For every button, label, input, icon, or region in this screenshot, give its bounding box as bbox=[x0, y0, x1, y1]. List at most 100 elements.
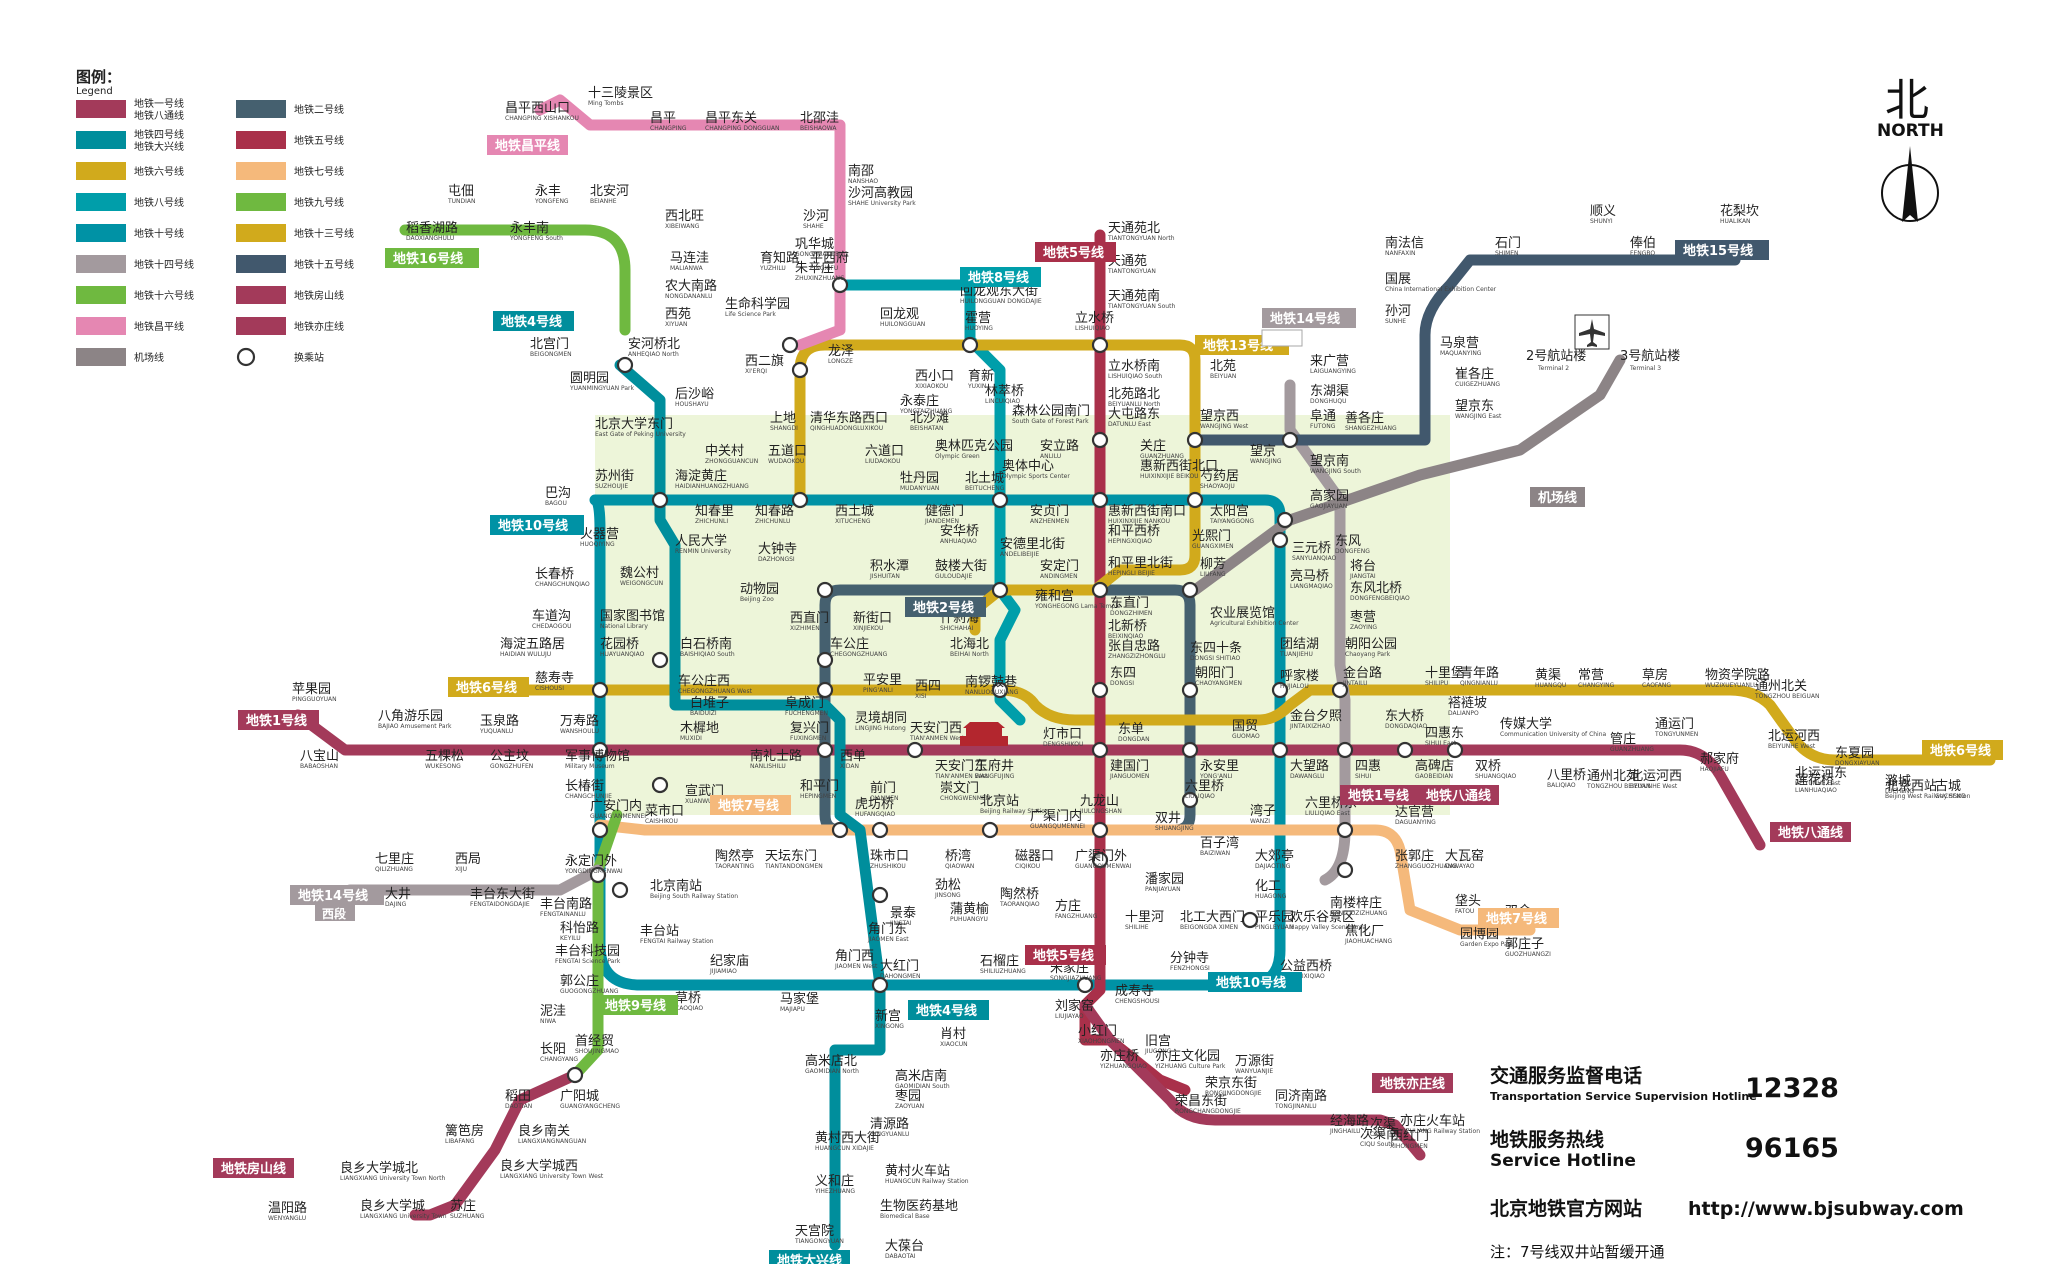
transfer-chongwenmen[interactable] bbox=[1091, 821, 1109, 839]
transfer-zhichunlu[interactable] bbox=[791, 491, 809, 509]
transfer-dongfengbeiqiao-airport[interactable] bbox=[1276, 511, 1294, 529]
transfer-zhuxinzhuang[interactable] bbox=[831, 276, 849, 294]
line-13[interactable] bbox=[794, 339, 1201, 636]
line-badge[interactable]: 地铁14号线 bbox=[1262, 308, 1356, 328]
line-badge[interactable]: 地铁2号线 bbox=[905, 597, 986, 617]
line-fangshan[interactable] bbox=[409, 1069, 581, 1221]
line-badge[interactable]: 地铁6号线 bbox=[448, 677, 529, 697]
official-site-url[interactable]: http://www.bjsubway.com bbox=[1688, 1198, 1964, 1220]
transfer-sanyuanqiao[interactable] bbox=[1271, 531, 1289, 549]
line-9[interactable] bbox=[569, 809, 623, 1081]
transfer-beijingnanzhan[interactable] bbox=[871, 886, 889, 904]
transfer-dawanglu[interactable] bbox=[1336, 741, 1354, 759]
line-5[interactable] bbox=[1079, 229, 1191, 1096]
line-badge[interactable]: 地铁10号线 bbox=[1208, 972, 1302, 992]
line-15[interactable] bbox=[1189, 254, 1741, 446]
transfer-jianguomen[interactable] bbox=[1181, 741, 1199, 759]
line-badge[interactable]: 地铁1号线 bbox=[238, 710, 319, 730]
transfer-jiulongshan[interactable] bbox=[1336, 821, 1354, 839]
line-badge[interactable]: 地铁1号线 bbox=[1340, 785, 1421, 805]
line-badge[interactable]: 地铁15号线 bbox=[1675, 240, 1769, 260]
transfer-dongdan[interactable] bbox=[1091, 741, 1109, 759]
transfer-guogongzhuang[interactable] bbox=[566, 1066, 584, 1084]
transfer-tiantongyuan[interactable] bbox=[1091, 431, 1109, 449]
transfer-shaoyaoju[interactable] bbox=[1186, 491, 1204, 509]
transfer-caishikou[interactable] bbox=[871, 821, 889, 839]
transfer-huixinxijienankou[interactable] bbox=[1091, 491, 1109, 509]
line-airport[interactable] bbox=[1189, 354, 1626, 596]
